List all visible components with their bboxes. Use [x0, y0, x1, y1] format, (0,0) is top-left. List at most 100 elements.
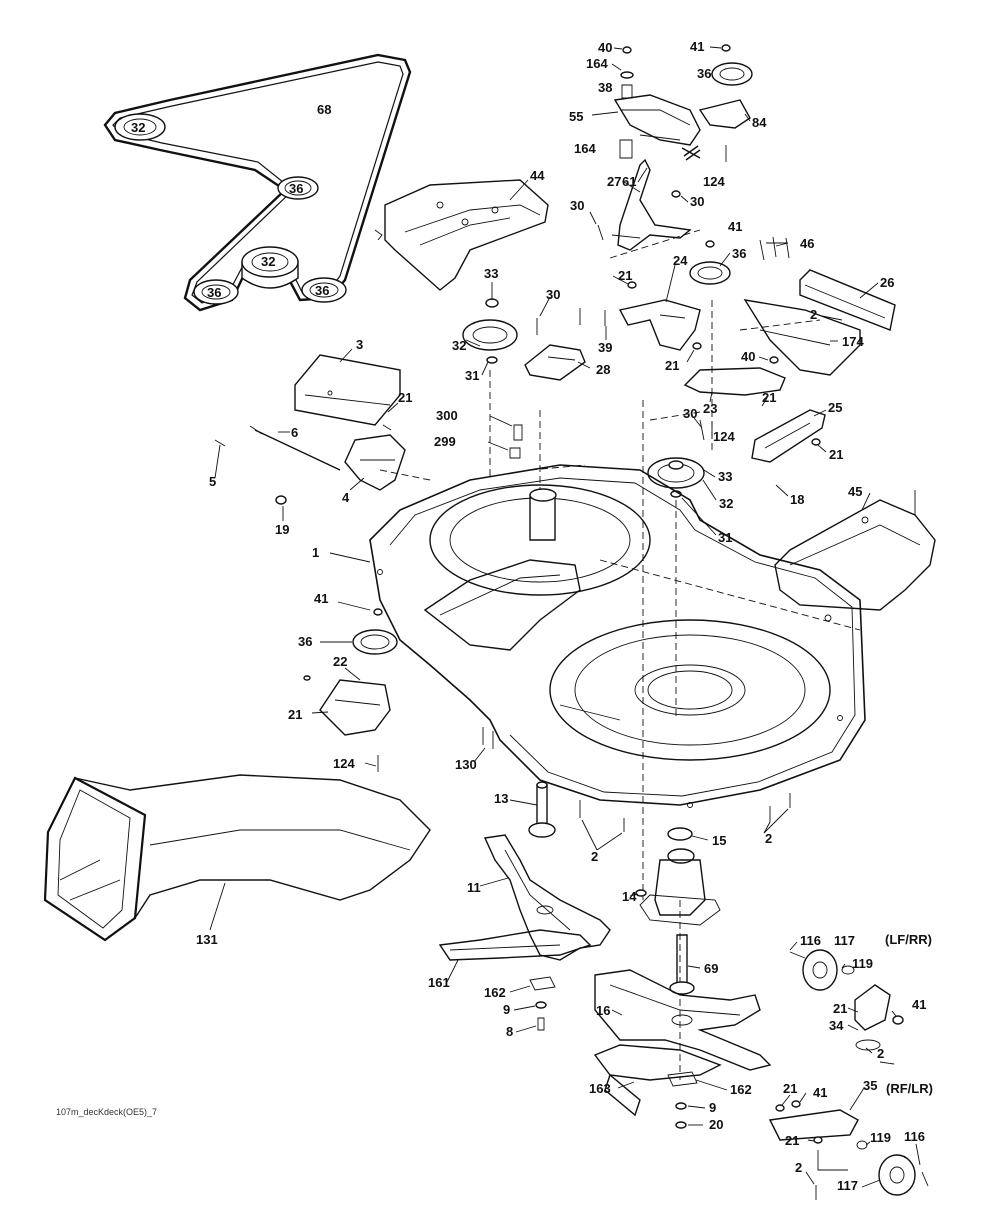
callout-130: 130	[455, 757, 477, 772]
blade-161	[438, 929, 592, 961]
callout-27: 27	[607, 174, 621, 189]
bracket-3	[294, 354, 401, 426]
callout-25: 25	[828, 400, 842, 415]
callout-116: 116	[800, 933, 821, 948]
gauge-wheel-rear	[768, 1100, 929, 1200]
callout-2: 2	[810, 307, 817, 322]
callout-117: 117	[834, 933, 855, 948]
callout-15: 15	[712, 833, 726, 848]
callout-36: 36	[697, 66, 711, 81]
callout-119: 119	[870, 1130, 891, 1145]
callout-41: 41	[690, 39, 704, 54]
belt-pulley-32-upper	[114, 113, 166, 141]
callout-31: 31	[465, 368, 479, 383]
callout-32-belt: 32	[261, 254, 275, 269]
callout-32-belt: 32	[131, 120, 145, 135]
callout-84: 84	[752, 115, 767, 130]
callout-119: 119	[852, 956, 873, 971]
callout-32: 32	[719, 496, 733, 511]
blade-hardware	[529, 976, 698, 1129]
callout-22: 22	[333, 654, 347, 669]
callout-163: 163	[589, 1081, 611, 1096]
gauge-wheel-front	[789, 949, 904, 1065]
callout-34: 34	[829, 1018, 844, 1033]
footer-drawing-code: 107m_decKdeck(OE5)_7	[56, 1107, 157, 1117]
callout-55: 55	[569, 109, 583, 124]
belt-pulley-36-bottom-right	[301, 277, 347, 303]
spindle-housing-14-15	[635, 827, 721, 926]
callout-124: 124	[713, 429, 735, 444]
callout-40: 40	[598, 40, 612, 55]
callout-21: 21	[785, 1133, 799, 1148]
callout-41: 41	[813, 1085, 827, 1100]
callout-162: 162	[484, 985, 506, 1000]
callout-33: 33	[484, 266, 498, 281]
callout-28: 28	[596, 362, 610, 377]
callout-14: 14	[622, 889, 637, 904]
callout-21: 21	[829, 447, 843, 462]
spindle-pulley-32-left	[462, 298, 518, 364]
callout-41: 41	[728, 219, 742, 234]
callout-21: 21	[618, 268, 632, 283]
callout-69: 69	[704, 961, 718, 976]
callout-41: 41	[912, 997, 926, 1012]
bracket-4	[344, 434, 406, 491]
callout-16: 16	[596, 1003, 610, 1018]
callout-116: 116	[904, 1129, 925, 1144]
deflector-shield-45	[774, 490, 936, 622]
callout-1: 1	[312, 545, 319, 560]
callout-124: 124	[333, 756, 355, 771]
callout-24: 24	[673, 253, 688, 268]
callout-61: 61	[622, 174, 636, 189]
callout-35: 35	[863, 1078, 877, 1093]
callout-30: 30	[570, 198, 584, 213]
callout-33: 33	[718, 469, 732, 484]
callout-36-belt: 36	[315, 283, 329, 298]
idler-arm-assembly-top	[613, 44, 753, 162]
callout-19: 19	[275, 522, 289, 537]
idler-arm-27	[597, 158, 692, 251]
callout-2: 2	[765, 831, 772, 846]
callout-41: 41	[314, 591, 328, 606]
blade-11	[483, 834, 611, 961]
callout-8: 8	[506, 1024, 513, 1039]
belt-cover-44	[374, 179, 549, 291]
callout-161: 161	[428, 975, 450, 990]
callout-2: 2	[591, 849, 598, 864]
callout-21: 21	[288, 707, 302, 722]
callout-21: 21	[783, 1081, 797, 1096]
callout-164: 164	[586, 56, 608, 71]
bracket-26	[743, 236, 896, 376]
callout-299: 299	[434, 434, 456, 449]
callout-30: 30	[546, 287, 560, 302]
callout-68: 68	[317, 102, 331, 117]
callout-6: 6	[291, 425, 298, 440]
callout-26: 26	[880, 275, 894, 290]
belt-pulley-32-center	[241, 246, 299, 289]
callout-131: 131	[196, 932, 218, 947]
mower-deck-1	[369, 464, 866, 808]
callout-38: 38	[598, 80, 612, 95]
callout-32: 32	[452, 338, 466, 353]
callout-117: 117	[837, 1178, 858, 1193]
callout-36: 36	[298, 634, 312, 649]
callout-21: 21	[665, 358, 679, 373]
callout-9: 9	[709, 1100, 716, 1115]
callout-23: 23	[703, 401, 717, 416]
callout-labels: 68 32 36 32 36 36 40 164 38 55 164 41 36…	[131, 39, 926, 1193]
bracket-28	[524, 308, 606, 381]
idler-arm-25	[751, 409, 826, 463]
callout-11: 11	[467, 880, 481, 895]
callout-40: 40	[741, 349, 755, 364]
spindle-shaft-69	[669, 934, 695, 995]
bracket-22	[303, 675, 494, 772]
callout-20: 20	[709, 1117, 723, 1132]
callout-30: 30	[690, 194, 704, 209]
discharge-chute-131	[43, 774, 431, 942]
callout-2: 2	[877, 1046, 884, 1061]
callout-124: 124	[703, 174, 725, 189]
callout-46: 46	[800, 236, 814, 251]
deck-screws-2	[579, 793, 791, 832]
